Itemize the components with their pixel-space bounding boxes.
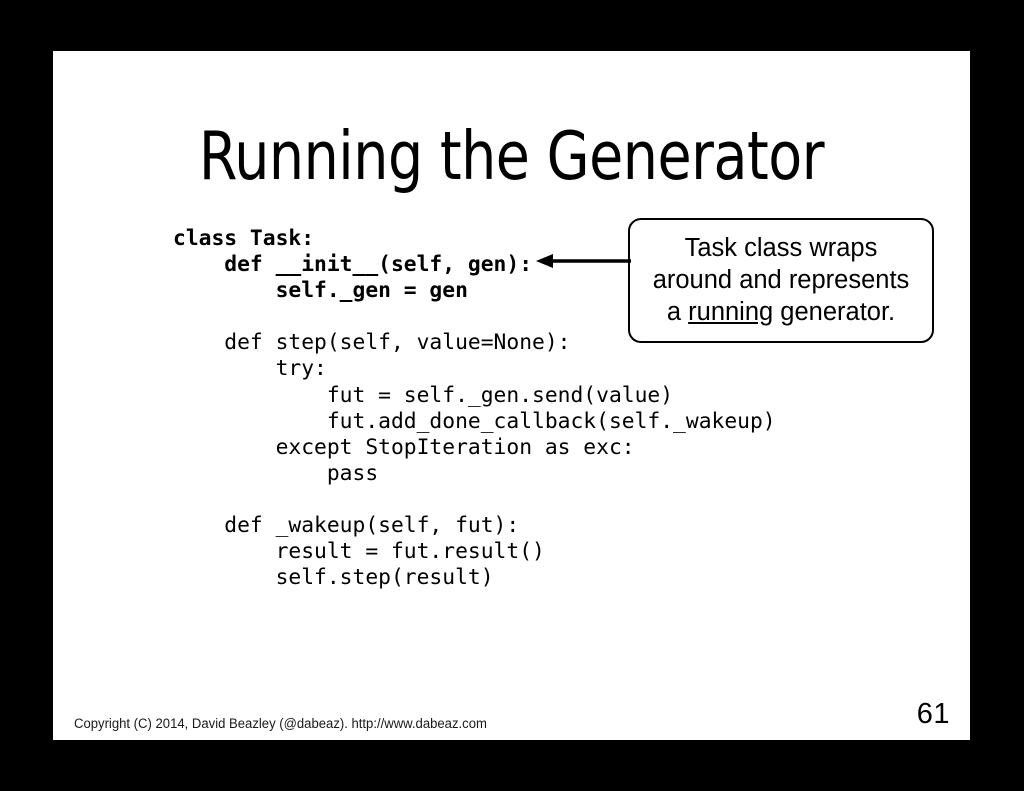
callout-line-2: around and represents <box>652 265 910 294</box>
slide-page: Running the Generator class Task: def __… <box>53 51 970 740</box>
code-line-3: self._gen = gen <box>173 278 468 304</box>
code-line-14: self.step(result) <box>173 565 494 591</box>
callout-box: Task class wraps around and represents a… <box>628 218 934 343</box>
callout-line-3-suffix: generator. <box>773 297 896 326</box>
callout-arrow-icon <box>536 254 631 268</box>
code-line-6: try: <box>173 356 327 382</box>
callout-line-3: a running generator. <box>667 296 895 328</box>
code-line-2: def __init__(self, gen): <box>173 252 533 278</box>
callout-emphasis-running: running <box>688 297 774 326</box>
code-line-12: def _wakeup(self, fut): <box>173 513 520 539</box>
page-title: Running the Generator <box>198 116 825 195</box>
page-number: 61 <box>916 698 950 730</box>
code-block: class Task: def __init__(self, gen): sel… <box>173 226 776 591</box>
code-line-1: class Task: <box>173 226 315 251</box>
code-line-10: pass <box>173 460 379 486</box>
code-line-13: result = fut.result() <box>173 539 545 565</box>
callout-line-3-prefix: a <box>666 297 689 326</box>
footer-copyright: Copyright (C) 2014, David Beazley (@dabe… <box>74 716 487 731</box>
code-line-11 <box>173 487 776 513</box>
code-line-8: fut.add_done_callback(self._wakeup) <box>173 408 776 434</box>
code-line-9: except StopIteration as exc: <box>173 434 635 460</box>
code-line-7: fut = self._gen.send(value) <box>173 382 674 408</box>
callout-line-1: Task class wraps <box>684 233 878 262</box>
code-line-5: def step(self, value=None): <box>173 330 571 356</box>
